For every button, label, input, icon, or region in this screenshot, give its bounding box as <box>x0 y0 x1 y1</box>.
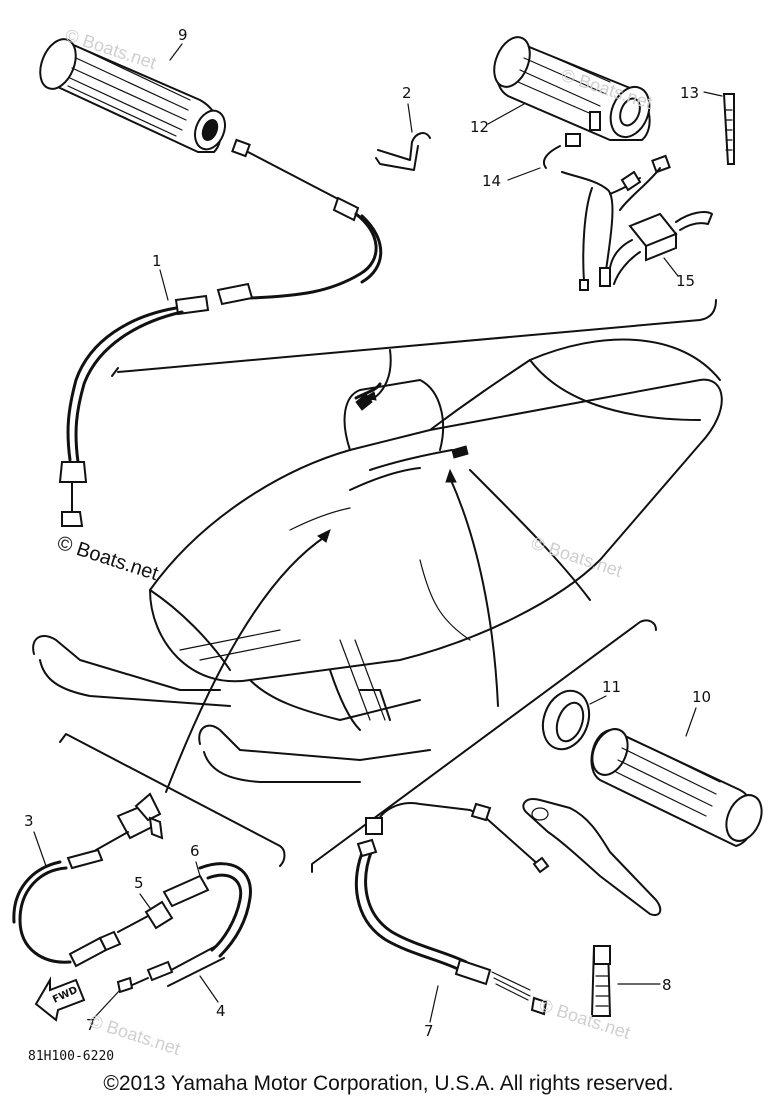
callout-6: 6 <box>190 842 200 860</box>
snowmobile-illustration <box>32 338 723 783</box>
watermark-faint-bottom-right: © Boats.net <box>537 995 633 1043</box>
section-divider-top <box>111 299 717 377</box>
callout-7: 7 <box>86 1016 96 1034</box>
callout-9-bottom: 10 <box>692 688 711 706</box>
callout-12: 12 <box>470 118 489 136</box>
callout-10: 8 <box>662 976 672 994</box>
grip-right-bottom-illustration <box>590 728 763 847</box>
section-divider-bottom-left <box>59 733 286 867</box>
choke-cable-assembly-illustration <box>12 792 252 994</box>
callout-5: 5 <box>134 874 144 892</box>
watermark-faint-top: © Boats.net <box>63 25 159 73</box>
callout-14: 14 <box>482 172 501 190</box>
collar-11-illustration <box>541 689 591 751</box>
toggle-switch-illustration <box>609 211 713 285</box>
brake-cable-illustration <box>354 802 550 1016</box>
copyright-footer: ©2013 Yamaha Motor Corporation, U.S.A. A… <box>103 1072 674 1095</box>
grip-left-illustration <box>39 38 226 153</box>
section-divider-bottom-right <box>311 619 657 873</box>
callout-1: 1 <box>152 252 162 270</box>
callout-8: 7 <box>424 1022 434 1040</box>
band-10-illustration <box>590 945 612 1017</box>
assembly-arrows <box>165 468 499 793</box>
diagram-part-code: 81H100-6220 <box>28 1049 114 1064</box>
callout-9-top: 9 <box>178 26 188 44</box>
watermark-faint-right: © Boats.net <box>529 533 625 581</box>
callout-11: 11 <box>602 678 621 696</box>
watermark-main: © Boats.net <box>54 532 161 585</box>
callout-13: 13 <box>680 84 699 102</box>
wire-harness-illustration <box>542 133 671 291</box>
handlebar-wiring-illustration <box>289 349 469 531</box>
grip-right-heated-illustration <box>493 36 651 141</box>
band-13-illustration <box>722 93 735 165</box>
fwd-arrow-icon: FWD <box>34 976 86 1022</box>
throttle-cable-illustration <box>58 138 383 527</box>
callout-3: 3 <box>24 812 34 830</box>
callout-15: 15 <box>676 272 695 290</box>
callout-2: 2 <box>402 84 412 102</box>
callout-4: 4 <box>216 1002 226 1020</box>
bracket-illustration <box>375 132 431 171</box>
brake-lever-illustration <box>522 798 662 916</box>
